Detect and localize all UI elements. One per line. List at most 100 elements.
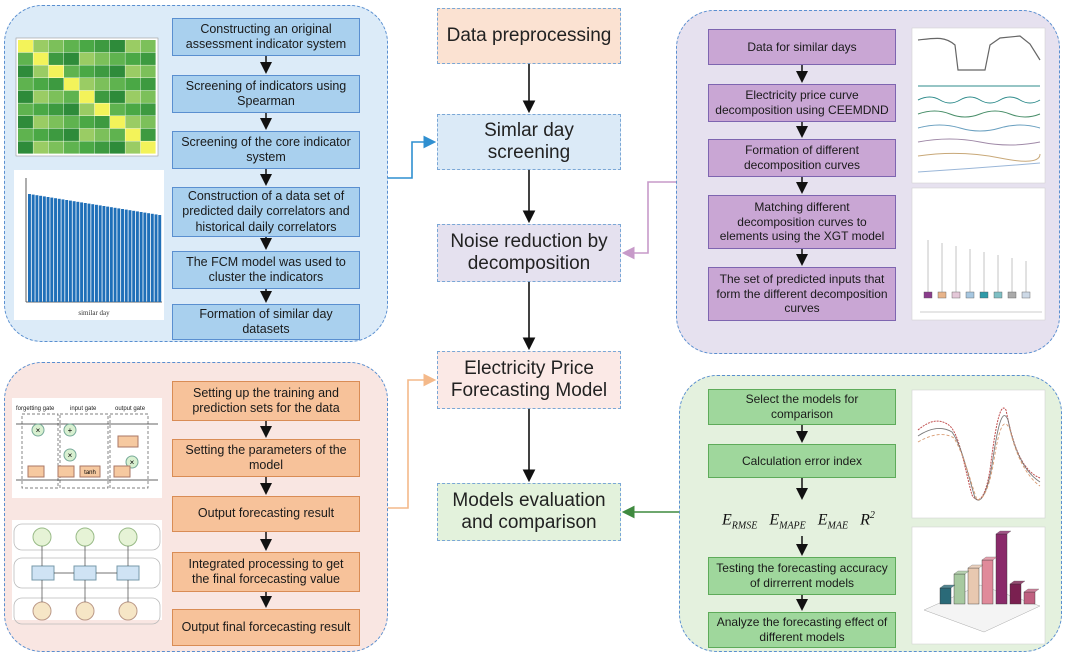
heatmap-cell [94,40,110,53]
connector-top-left-to-screening [388,135,437,179]
bl-step-2: Setting the parameters of the model [172,439,360,477]
indicator-bar [68,200,72,302]
lstm-forgetting-gate-label: forgetting gate [16,406,55,412]
indicator-bar [102,206,106,302]
forecasting-model-box: Electricity Price Forecasting Model [437,351,621,409]
indicator-bar [61,199,65,302]
heatmap-cell [140,40,156,53]
connector-top-right-to-noise [621,181,676,260]
heatmap-cell [140,103,156,116]
heatmap-cell [110,65,125,78]
indicator-bar [91,204,95,302]
indicator-bar [35,195,39,302]
boxplot-box [937,291,947,299]
boxplot-box [951,291,961,299]
tl-step-6: Formation of similar day datasets [172,304,360,340]
3d-bar [995,533,1008,605]
3d-bar [981,559,994,605]
unrolled-lstm-thumbnail [12,520,162,625]
bar-chart-xlabel: similar day [78,309,110,317]
tr-step-3: Formation of different decomposition cur… [708,139,896,177]
heatmap-cell [64,90,79,103]
indicator-bar [124,209,128,302]
error-metrics-formula: ERMSE EMAPE EMAE R2 [722,510,875,532]
indicator-bar [65,200,69,302]
heatmap-cell [110,116,125,129]
lstm-cell-thumbnail: forgetting gate input gate output gate ×… [12,398,162,498]
heatmap-cell [48,52,64,65]
boxplot-box [965,291,975,299]
indicator-bar [143,212,147,302]
heatmap-cell [18,40,33,53]
heatmap-cell [79,116,95,129]
br-step-4: Analyze the forecasting effect of differ… [708,612,896,648]
heatmap-cell [125,141,141,154]
indicator-bar [139,212,143,302]
heatmap-cell [79,40,95,53]
indicator-bar [113,207,117,302]
heatmap-cell [64,65,79,78]
heatmap-cell [140,116,156,129]
heatmap-cell [33,141,49,154]
indicator-bar [117,208,121,302]
indicator-bar [158,215,162,302]
indicator-bar [132,210,136,302]
heatmap-cell [125,65,141,78]
heatmap-cell [79,65,95,78]
tr-step-1: Data for similar days [708,29,896,65]
similar-day-screening-box: Simlar day screening [437,114,621,170]
3d-bar-top [1023,588,1040,593]
indicator-bar [135,211,139,302]
heatmap-cell [94,128,110,141]
indicator-bar [76,201,80,302]
heatmap-cell [48,128,64,141]
indicator-bar [109,207,113,302]
tl-step-2: Screening of indicators using Spearman [172,75,360,113]
bl-step-4: Integrated processing to get the final f… [172,552,360,592]
boxplot-box [1021,291,1031,299]
heatmap-cell [94,141,110,154]
noise-reduction-box: Noise reduction by decomposition [437,224,621,282]
boxplot-box [993,291,1003,299]
heatmap-cell [110,52,125,65]
heatmap-cell [79,78,95,91]
decomposition-curves-thumbnail [911,27,1046,184]
heatmap-cell [110,128,125,141]
indicator-bar [150,213,154,302]
indicator-bar [83,203,87,302]
heatmap-cell [18,141,33,154]
indicator-bar [72,201,76,302]
heatmap-cell [94,116,110,129]
heatmap-cell [64,128,79,141]
lstm-input-gate-label: input gate [70,406,97,412]
3d-bar-top [995,530,1012,535]
heatmap-cell [140,90,156,103]
indicator-bar [154,214,158,302]
heatmap-cell [64,40,79,53]
svg-text:×: × [36,426,41,435]
heatmap-cell [48,141,64,154]
indicator-bar [57,198,61,302]
3d-bar-top [967,564,984,569]
heatmap-cell [64,116,79,129]
heatmap-cell [18,52,33,65]
3d-bar [1009,583,1022,605]
heatmap-cell [64,52,79,65]
heatmap-cell [33,90,49,103]
indicator-bar [80,202,84,302]
heatmap-cell [140,65,156,78]
heatmap-cell [33,103,49,116]
forecast-comparison-thumbnail [911,389,1046,519]
heatmap-cell [48,78,64,91]
indicator-bar-chart-thumbnail: similar day [14,170,164,320]
heatmap-cell [33,65,49,78]
boxplot-box [1007,291,1017,299]
indicator-bar [106,206,110,302]
heatmap-cell [48,103,64,116]
boxplot-thumbnail [911,187,1046,321]
3d-bar [939,587,952,605]
heatmap-cell [33,40,49,53]
indicator-bar [42,196,46,302]
heatmap-cell [110,78,125,91]
